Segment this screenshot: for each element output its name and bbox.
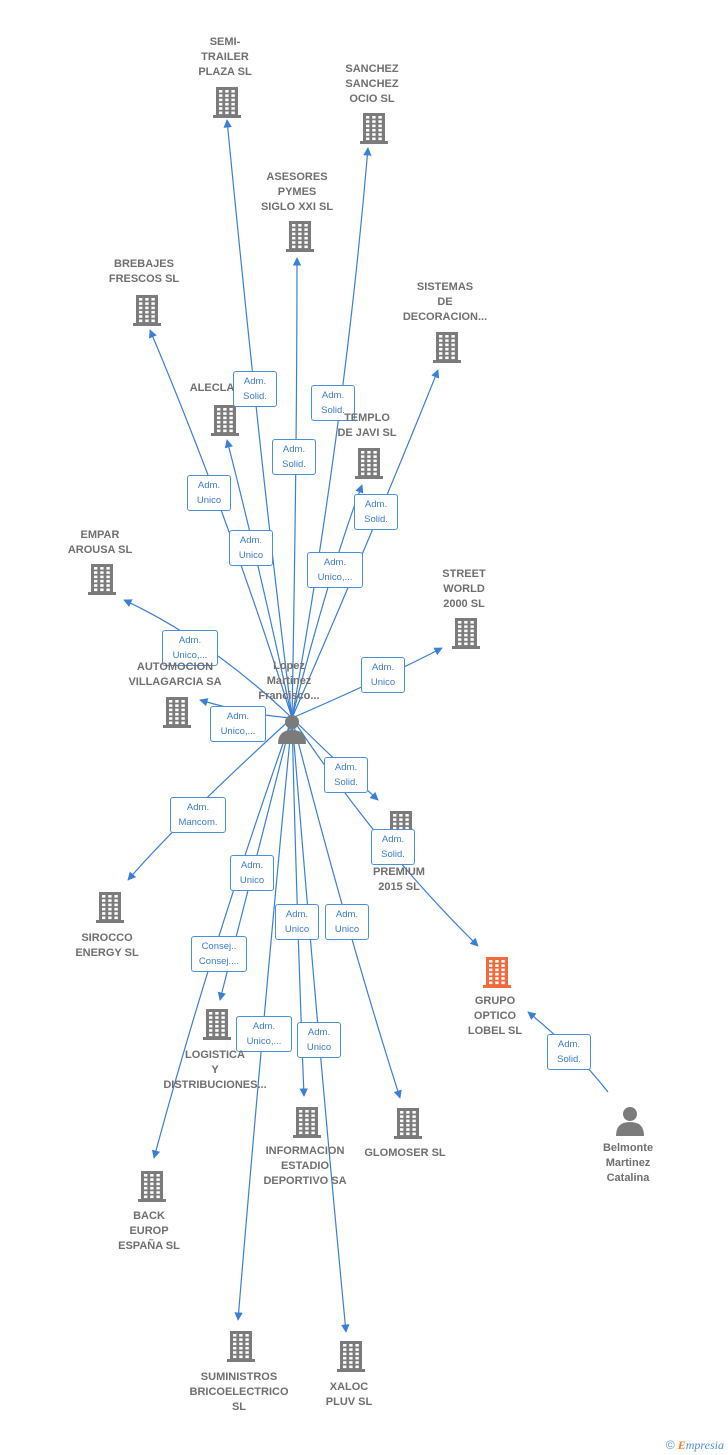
company-label-suministros: SUMINISTROS BRICOELECTRICO SL xyxy=(189,1371,289,1413)
company-label-automocion: AUTOMOCION VILLAGARCIA SA xyxy=(128,661,222,688)
edge-label-back[interactable]: Consej.. Consej.... xyxy=(191,936,247,972)
edge-label-informacion[interactable]: Adm. Unico xyxy=(275,904,319,940)
building-icon-glomoser[interactable] xyxy=(394,1108,422,1139)
company-label-informacion: INFORMACION ESTADIO DEPORTIVO SA xyxy=(263,1145,347,1187)
company-label-alecla: ALECLA xyxy=(189,382,235,394)
edge-alecla xyxy=(224,439,293,719)
brand-initial: E xyxy=(677,1438,686,1452)
building-icon-semitrailer[interactable] xyxy=(213,87,241,118)
edge-label-street[interactable]: Adm. Unico xyxy=(361,657,405,693)
edge-label-alecla[interactable]: Adm. Unico xyxy=(229,530,273,566)
company-label-logistica: LOGISTICA Y DISTRIBUCIONES... xyxy=(163,1049,267,1091)
person-icon-center[interactable] xyxy=(278,715,306,744)
edge-sistemas xyxy=(291,369,440,719)
building-icon-street[interactable] xyxy=(452,618,480,649)
edge-label-templo[interactable]: Adm. Unico,... xyxy=(307,552,363,588)
company-label-sistemas: SISTEMAS DE DECORACION... xyxy=(402,281,488,323)
edge-label-sanchez[interactable]: Adm. Solid. xyxy=(311,385,355,421)
brand-footer: © Empresia xyxy=(666,1438,724,1453)
edge-semitrailer xyxy=(223,119,293,719)
building-icon-sirocco[interactable] xyxy=(96,892,124,923)
brand-name: mpresia xyxy=(685,1438,724,1452)
edge-label-glomoser[interactable]: Adm. Unico xyxy=(325,904,369,940)
edge-sanchez xyxy=(291,147,372,719)
edge-label-sistemas[interactable]: Adm. Solid. xyxy=(354,494,398,530)
edge-label-grupo[interactable]: Adm. Solid. xyxy=(371,829,415,865)
building-icon-suministros[interactable] xyxy=(227,1331,255,1362)
company-label-sirocco: SIROCCO ENERGY SL xyxy=(75,932,139,959)
company-label-premium: PREMIUM 2015 SL xyxy=(373,866,425,893)
company-label-street: STREET WORLD 2000 SL xyxy=(442,568,486,610)
company-label-xaloc: XALOC PLUV SL xyxy=(325,1381,373,1408)
edge-label-premium[interactable]: Adm. Solid. xyxy=(324,757,368,793)
building-icon-informacion[interactable] xyxy=(293,1107,321,1138)
edge-label-secondary-grupo[interactable]: Adm. Solid. xyxy=(547,1034,591,1070)
edge-brebajes xyxy=(149,329,293,719)
edge-label-empar[interactable]: Adm. Unico,... xyxy=(162,630,218,666)
building-icon-brebajes[interactable] xyxy=(133,295,161,326)
person-label-secondary: Belmonte Martinez Catalina xyxy=(602,1142,654,1184)
edge-asesores xyxy=(291,257,302,719)
person-icon-secondary[interactable] xyxy=(616,1107,644,1136)
building-icon-automocion[interactable] xyxy=(163,697,191,728)
company-label-brebajes: BREBAJES FRESCOS SL xyxy=(108,258,180,285)
edge-label-automocion[interactable]: Adm. Unico,... xyxy=(210,706,266,742)
edge-label-logistica[interactable]: Adm. Unico xyxy=(230,855,274,891)
edge-label-suministros[interactable]: Adm. Unico,... xyxy=(236,1016,292,1052)
company-label-empar: EMPAR AROUSA SL xyxy=(67,529,133,556)
building-icon-alecla[interactable] xyxy=(211,405,239,436)
copyright-symbol: © xyxy=(665,1438,675,1452)
company-label-semitrailer: SEMI- TRAILER PLAZA SL xyxy=(198,36,252,78)
company-label-sanchez: SANCHEZ SANCHEZ OCIO SL xyxy=(345,63,399,105)
person-label-center: Lopez Martinez Francisco... xyxy=(258,660,320,702)
edge-label-brebajes[interactable]: Adm. Unico xyxy=(187,475,231,511)
building-icon-grupo[interactable] xyxy=(483,957,511,988)
company-label-templo: TEMPLO DE JAVI SL xyxy=(337,412,397,439)
edge-label-asesores[interactable]: Adm. Solid. xyxy=(272,439,316,475)
building-icon-templo[interactable] xyxy=(355,448,383,479)
building-icon-asesores[interactable] xyxy=(286,221,314,252)
building-icon-sanchez[interactable] xyxy=(360,113,388,144)
building-icon-xaloc[interactable] xyxy=(337,1341,365,1372)
building-icon-sistemas[interactable] xyxy=(433,332,461,363)
company-label-glomoser: GLOMOSER SL xyxy=(364,1147,446,1159)
edge-label-sirocco[interactable]: Adm. Mancom. xyxy=(170,797,226,833)
company-label-asesores: ASESORES PYMES SIGLO XXI SL xyxy=(260,171,334,213)
company-label-grupo: GRUPO OPTICO LOBEL SL xyxy=(467,995,523,1037)
edge-label-semitrailer[interactable]: Adm. Solid. xyxy=(233,371,277,407)
edge-label-xaloc[interactable]: Adm. Unico xyxy=(297,1022,341,1058)
company-label-back: BACK EUROP ESPAÑA SL xyxy=(118,1210,180,1252)
building-icon-back[interactable] xyxy=(138,1171,166,1202)
building-icon-empar[interactable] xyxy=(88,564,116,595)
building-icon-logistica[interactable] xyxy=(203,1009,231,1040)
